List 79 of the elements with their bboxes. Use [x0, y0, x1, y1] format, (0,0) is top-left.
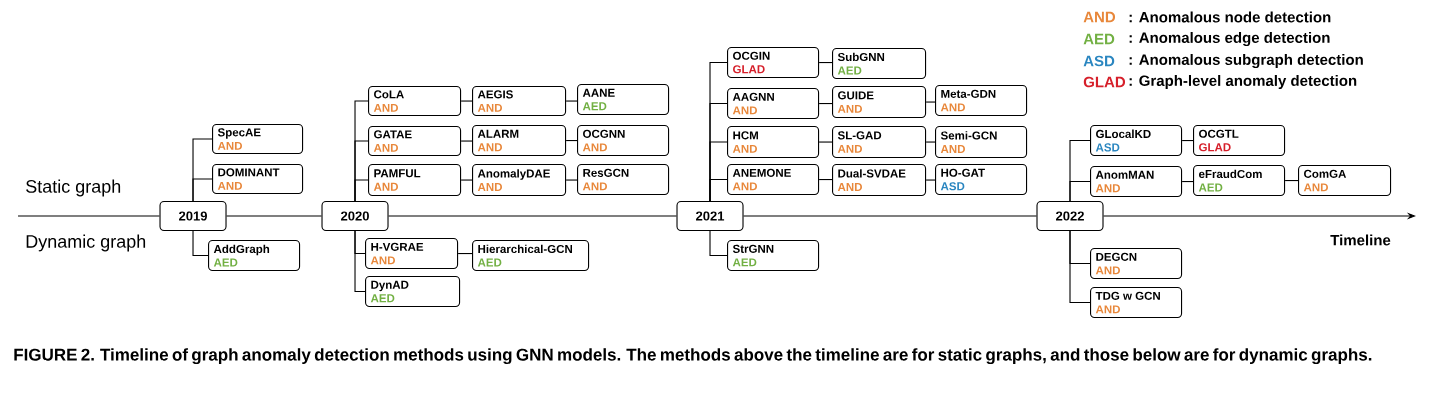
connector-line	[460, 140, 473, 142]
connector-line	[818, 62, 833, 64]
connector-line	[818, 179, 833, 181]
legend-key: AND	[1083, 11, 1116, 23]
legend-text: : Anomalous subgraph detection	[1129, 53, 1363, 68]
legend-key: AED	[1083, 33, 1115, 45]
method-box: OCGTL GLAD	[1193, 125, 1286, 157]
method-box: AnomalyDAE AND	[472, 164, 567, 197]
method-box: Hierarchical-GCN AED	[472, 240, 590, 272]
method-box: GUIDE AND	[832, 86, 927, 119]
connector-line	[925, 101, 936, 103]
connector-line	[818, 103, 833, 105]
connector-line	[818, 141, 833, 143]
method-box: HCM AND	[727, 126, 820, 159]
connector-line	[709, 179, 728, 202]
connector-line	[1284, 180, 1299, 182]
method-box: SubGNN AED	[832, 48, 927, 80]
connector-line	[1069, 181, 1091, 202]
method-box: OCGNN AND	[577, 125, 670, 157]
connector-line	[565, 179, 578, 181]
method-box: PAMFUL AND	[368, 164, 462, 197]
method-box: SL-GAD AND	[832, 126, 927, 159]
method-box: ANEMONE AND	[727, 164, 820, 196]
connector-line	[457, 253, 473, 255]
connector-line	[192, 230, 209, 257]
method-box: Semi-GCN AND	[935, 126, 1028, 159]
connector-line	[1181, 181, 1194, 183]
method-box: AnomMAN AND	[1090, 166, 1183, 198]
method-box: OCGIN GLAD	[727, 47, 820, 79]
method-box: AddGraph AED	[208, 240, 301, 272]
connector-line	[709, 230, 728, 257]
connector-line	[565, 140, 578, 142]
connector-line	[925, 179, 936, 181]
connector-line	[565, 100, 578, 102]
year-box: 2019	[159, 200, 227, 232]
connector-line	[460, 179, 473, 181]
legend-key: ASD	[1083, 55, 1115, 67]
method-box: AAGNN AND	[727, 88, 820, 120]
axis-label: Dynamic graph	[26, 234, 146, 252]
connector-line	[192, 178, 213, 202]
method-box: Dual-SVDAE AND	[832, 164, 927, 197]
method-box: DOMINANT AND	[212, 164, 304, 195]
figure-caption: FIGURE 2. Timeline of graph anomaly detection methods using GNN models. The methods above the timeline are for static graphs, and those below are for dynamic graphs.	[14, 348, 1372, 365]
method-box: GATAE AND	[368, 126, 462, 157]
method-box: DynAD AED	[365, 276, 461, 308]
legend-text: : Anomalous node detection	[1129, 11, 1331, 23]
method-box: StrGNN AED	[727, 240, 820, 272]
year-box: 2021	[676, 200, 744, 232]
connector-line	[354, 230, 366, 293]
legend-key: GLAD	[1083, 76, 1126, 88]
method-box: CoLA AND	[368, 86, 462, 117]
method-box: eFraudCom AED	[1193, 165, 1286, 197]
connector-line	[925, 141, 936, 143]
connector-line	[1181, 140, 1194, 142]
method-box: HO-GAT ASD	[935, 164, 1028, 196]
method-box: DEGCN AND	[1090, 248, 1183, 280]
method-box: H-VGRAE AND	[365, 238, 459, 270]
method-box: TDG w GCN AND	[1090, 287, 1183, 319]
connector-line	[354, 179, 369, 202]
year-box: 2020	[321, 200, 389, 232]
method-box: SpecAE AND	[212, 124, 304, 155]
connector-line	[743, 215, 1037, 217]
connector-line	[226, 215, 323, 217]
method-box: GLocalKD ASD	[1090, 125, 1183, 157]
legend-text: : Anomalous edge detection	[1129, 31, 1330, 46]
connector-line	[1069, 230, 1091, 304]
connector-line	[460, 100, 473, 102]
connector-line	[388, 215, 677, 217]
year-box: 2022	[1036, 200, 1104, 232]
axis-label: Timeline	[1330, 234, 1391, 246]
method-box: ResGCN AND	[577, 164, 670, 196]
method-box: Meta-GDN AND	[935, 85, 1028, 117]
axis-label: Static graph	[26, 179, 121, 197]
method-box: AANE AED	[577, 84, 670, 116]
method-box: ALARM AND	[472, 125, 567, 157]
method-box: ComGA AND	[1298, 165, 1392, 197]
legend-text: : Graph-level anomaly detection	[1129, 75, 1357, 89]
connector-line	[17, 215, 160, 217]
method-box: AEGIS AND	[472, 86, 567, 117]
